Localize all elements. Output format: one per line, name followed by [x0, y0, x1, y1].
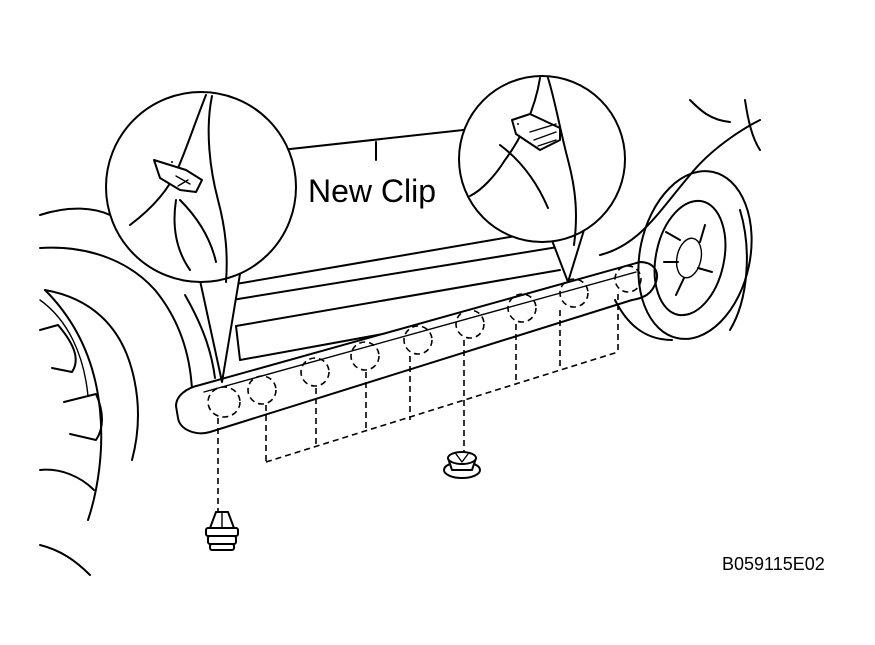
new-clip-label: New Clip — [308, 173, 436, 209]
right-detail-magnifier — [458, 75, 626, 283]
figure-code: B059115E02 — [722, 554, 825, 574]
clip-position-markers — [207, 265, 642, 418]
left-detail-magnifier — [105, 91, 297, 383]
clip-leader-lines — [217, 294, 619, 512]
rear-wheel — [614, 170, 753, 341]
front-wheel — [39, 246, 193, 576]
push-clip-icon — [205, 511, 239, 551]
rocker-moulding — [175, 261, 658, 435]
nut-clip-icon — [443, 451, 481, 479]
